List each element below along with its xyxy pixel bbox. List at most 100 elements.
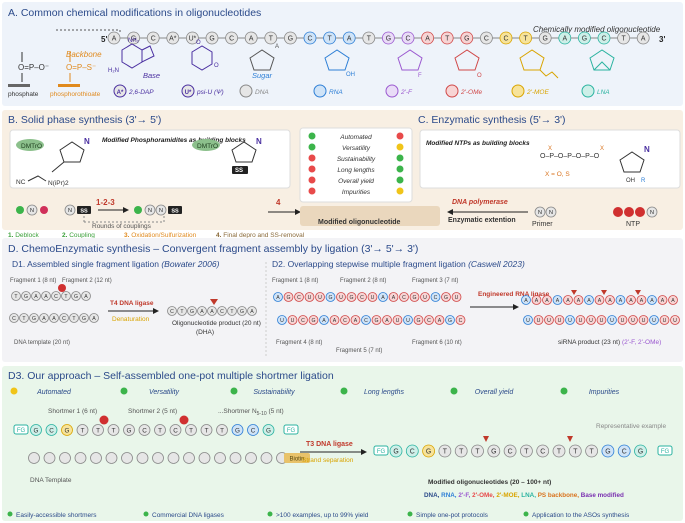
d3-product-nucleotide <box>552 444 566 458</box>
d2-product-nucleotide-label: U <box>642 318 646 324</box>
d1-product-nucleotide-label: T <box>230 309 234 315</box>
d3-shortmer-nucleotide <box>45 424 58 436</box>
d1-product-label: Oligonucleotide product (20 nt) <box>172 320 261 327</box>
steps-label: 1-2-3 <box>96 198 115 207</box>
d1-template-nucleotide-label: C <box>62 316 66 322</box>
step-legend-item: 3. Oxidation/Sulfurization <box>124 232 197 239</box>
d1-template-nucleotide <box>89 313 99 323</box>
strand-nucleotide-label: T <box>621 36 626 43</box>
feature-bullet <box>143 511 149 517</box>
d1-product-nucleotide <box>197 306 207 316</box>
d3-template-nucleotide <box>152 452 164 464</box>
d2-top-nucleotide-label: U <box>371 295 375 301</box>
d1-template-nucleotide <box>39 313 49 323</box>
feature-bullet <box>523 511 529 517</box>
d1-template-nucleotide-label: G <box>32 316 36 322</box>
d2-product-nucleotide <box>552 295 563 305</box>
d2-bottom-nucleotide-label: A <box>385 318 389 324</box>
red-bead <box>40 206 48 214</box>
d3-product-nucleotide-label: G <box>491 449 496 456</box>
d1-template-nucleotide <box>59 313 69 323</box>
d3-criteria-dot <box>120 387 128 395</box>
d3-shortmer-nucleotide <box>231 424 244 436</box>
svg-text:NH₂: NH₂ <box>128 38 140 44</box>
d2-product-nucleotide <box>573 295 584 305</box>
d3-product-nucleotide-label: T <box>557 449 562 456</box>
d2-frag4: Fragment 4 (8 nt) <box>276 340 322 346</box>
d2-product-nucleotide-label: U <box>589 318 593 324</box>
rep-example: Representative example <box>596 423 666 430</box>
primer-label: Primer <box>532 221 553 228</box>
base-label: Base <box>143 71 160 80</box>
phosphorothioate-label: phosphorothioate <box>50 91 101 98</box>
d2-product-nucleotide <box>586 315 596 325</box>
ntp-caption: NTP <box>626 221 640 228</box>
dap-structure: NH₂ H₂N <box>108 38 155 74</box>
section-d3-panel <box>2 366 683 521</box>
ome-sugar-structure: O <box>454 49 482 79</box>
flow-nucleotide <box>26 204 38 216</box>
d2-top-nucleotide <box>273 292 283 302</box>
d2-product-nucleotide-label: U <box>673 318 677 324</box>
legend-text: RNA <box>329 89 343 96</box>
d2-product-nucleotide-label: A <box>524 298 528 304</box>
d1-top-nucleotide <box>31 291 41 301</box>
phosphate-label: phosphate <box>8 91 39 98</box>
flow-nucleotide <box>155 204 167 216</box>
d2-top-nucleotide-label: U <box>318 295 322 301</box>
ligation-marker <box>635 290 641 295</box>
mod-item: PS backbone, <box>538 492 581 499</box>
mod-item: Base modified <box>581 492 624 499</box>
d3-criteria-dot <box>10 387 18 395</box>
strand-nucleotide-label: A <box>425 36 430 43</box>
d2-product-nucleotide-label: A <box>671 298 675 304</box>
phosphate-bead <box>635 207 645 217</box>
step-legend-item: 4. Final depro and SS-removal <box>216 232 305 239</box>
amidite-box: DMTrO N NC N(iPr)2 Modified Phosphoramid… <box>9 129 291 189</box>
d2-bottom-nucleotide <box>319 315 329 325</box>
d3-shortmer-nucleotide <box>169 424 182 436</box>
d3-template-nucleotide <box>43 452 56 464</box>
mod-item: RNA, <box>441 492 458 499</box>
d3-product-nucleotide <box>389 444 403 458</box>
d1-template-nucleotide-label: C <box>12 316 16 322</box>
d3-product-nucleotide-label: T <box>589 449 594 456</box>
flow-nucleotide-label: N <box>538 210 542 216</box>
ligation-marker <box>483 436 489 442</box>
d3-criteria-label: Overall yield <box>475 389 515 396</box>
d3-shortmer-nucleotide-label: G <box>127 427 132 434</box>
strand-nucleotide-label: G <box>131 36 136 43</box>
d2-product-nucleotide <box>563 295 573 305</box>
d1-top-nucleotide-label: A <box>44 294 48 300</box>
d3-product-nucleotide <box>536 444 550 458</box>
d1-product-nucleotide-label: G <box>190 309 194 315</box>
strand-nucleotide-label: G <box>209 36 214 43</box>
sirna-label: siRNA product (23 nt) (2'-F, 2'-OMe) <box>558 339 661 346</box>
strand-nucleotide-label: A <box>112 36 117 43</box>
d1-template-nucleotide <box>79 313 89 323</box>
d2-product-nucleotide-label: A <box>650 298 654 304</box>
strand-five-prime: 5' <box>101 35 107 44</box>
d2-product-nucleotide <box>584 295 594 305</box>
d2-product-nucleotide <box>647 295 657 305</box>
d3-shortmer-nucleotide-label: T <box>112 427 116 434</box>
d2-top-nucleotide <box>420 292 430 302</box>
shortmer-n: ...Shortmer N5-10 (5 nt) <box>218 408 284 417</box>
strand-nucleotide-label: T <box>367 36 372 43</box>
criteria-label: Long lengths <box>337 167 375 174</box>
d2-bottom-nucleotide-label: A <box>354 318 358 324</box>
d3-product-nucleotide <box>520 444 533 458</box>
d3-template-nucleotide <box>198 452 211 464</box>
phosphate-bead <box>613 207 623 217</box>
d2-top-nucleotide-label: G <box>412 295 416 301</box>
criteria-dot-enzymatic <box>396 154 404 162</box>
fg-tag-label: FG <box>377 449 386 455</box>
d2-bottom-nucleotide <box>455 315 466 325</box>
d2-title: D2. Overlapping stepwise multiple fragme… <box>272 259 525 269</box>
feature-item: Application to the ASOs synthesis <box>532 512 630 519</box>
